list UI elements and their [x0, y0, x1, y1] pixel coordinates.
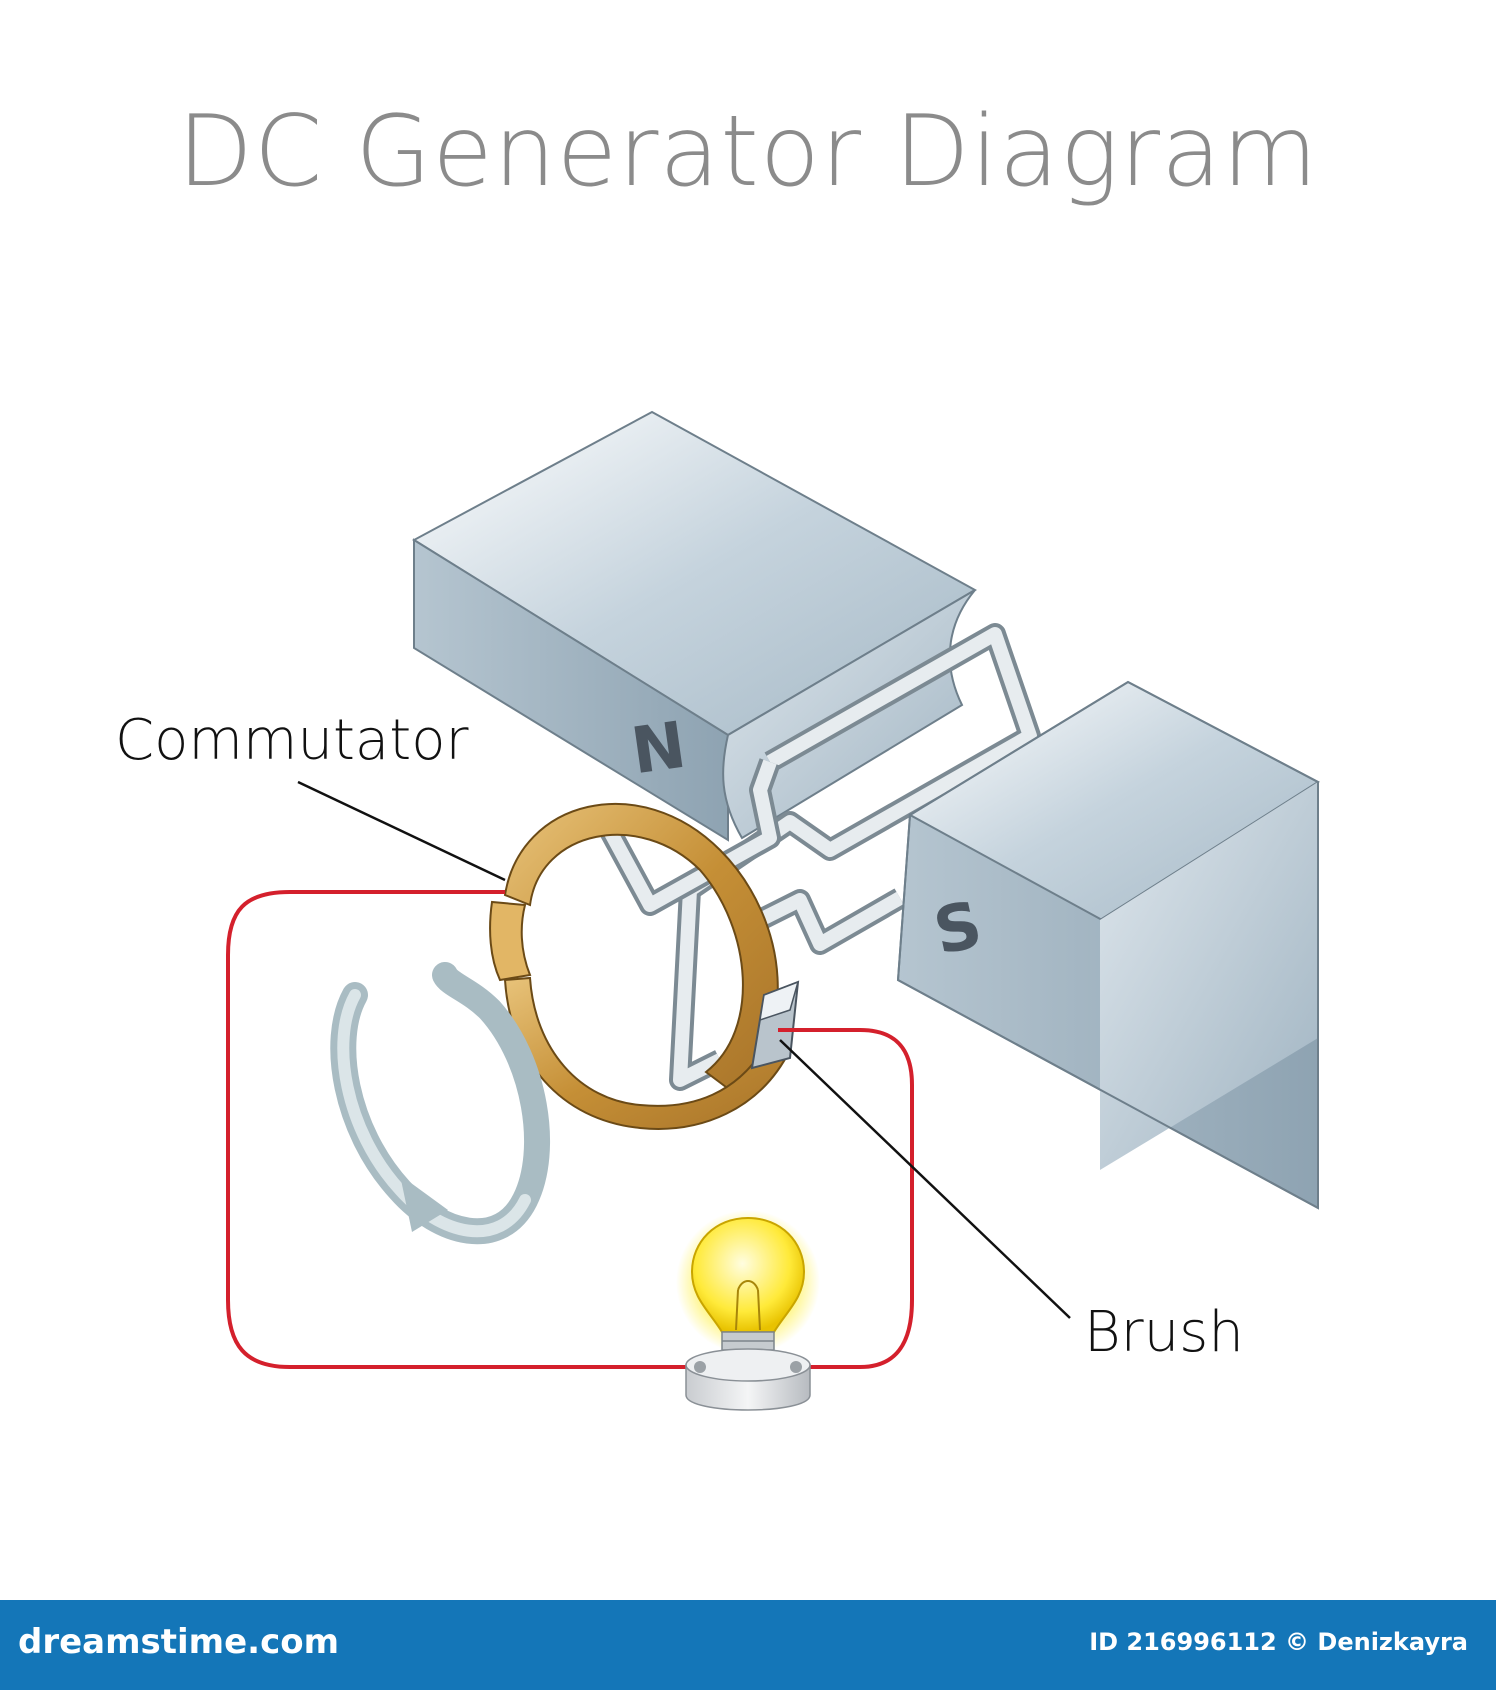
- brush-leader-line: [779, 1039, 1071, 1319]
- light-bulb-icon: [676, 1210, 820, 1411]
- footer-bar: dreamstime.com ID 216996112 © Denizkayra: [0, 1600, 1496, 1690]
- page-title: DC Generator Diagram: [177, 95, 1319, 209]
- north-magnet: [412, 410, 978, 842]
- rotation-arrow-icon: [330, 962, 551, 1245]
- commutator-leader-line: [297, 780, 506, 882]
- armature-loop: [595, 623, 1041, 1091]
- footer-brand[interactable]: dreamstime.com: [18, 1622, 340, 1662]
- south-magnet: [896, 680, 1320, 1210]
- north-pole-label: N: [627, 708, 691, 790]
- brush-label: Brush: [1084, 1300, 1244, 1365]
- commutator-label: Commutator: [115, 708, 469, 773]
- circuit-wire: [226, 890, 914, 1369]
- footer-image-credit: ID 216996112 © Denizkayra: [1089, 1628, 1468, 1656]
- dc-generator-illustration: [226, 410, 1320, 1411]
